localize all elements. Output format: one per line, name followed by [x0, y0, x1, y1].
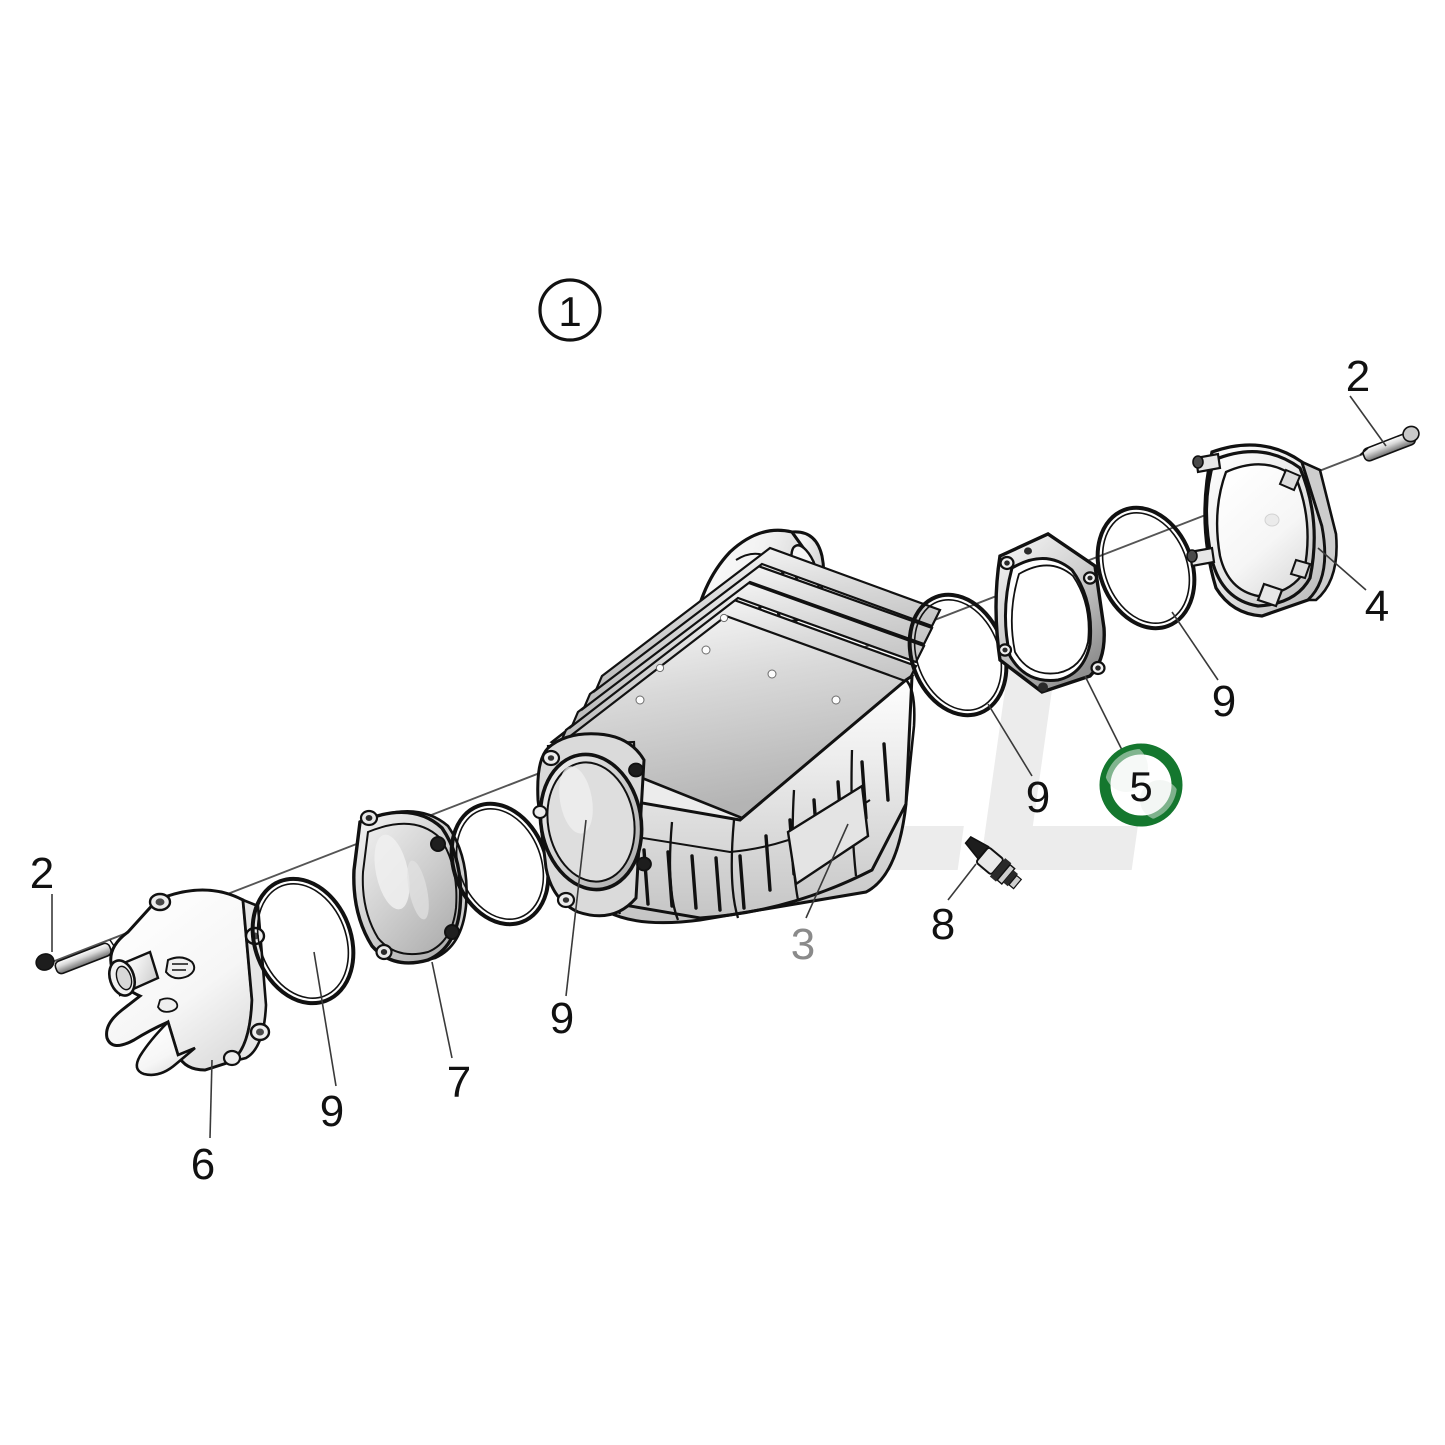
callout-2-right[interactable]: 2	[1346, 352, 1370, 401]
part-filter-element	[352, 809, 468, 965]
callout-9-inner-right[interactable]: 9	[1026, 773, 1050, 822]
housing-left-flange	[532, 732, 652, 918]
callout-9-outer-right[interactable]: 9	[1212, 677, 1236, 726]
part-airbox-housing	[532, 528, 942, 925]
callout-1-label: 1	[558, 288, 581, 335]
part-through-bolt-left	[35, 939, 119, 975]
callout-4[interactable]: 4	[1365, 582, 1389, 631]
part-through-bolt-right	[1359, 425, 1420, 462]
callout-9-inner-left[interactable]: 9	[550, 994, 574, 1043]
callout-8[interactable]: 8	[931, 900, 955, 949]
callout-6[interactable]: 6	[191, 1140, 215, 1189]
callout-9-outer-left[interactable]: 9	[320, 1087, 344, 1136]
part-inlet-elbow-cover	[105, 888, 271, 1077]
part-flange-gasket	[994, 532, 1106, 694]
callout-2-left[interactable]: 2	[30, 849, 54, 898]
callout-1[interactable]: 1	[538, 278, 602, 342]
part-sensor-valve	[964, 835, 1023, 890]
leader-lines	[51, 395, 1387, 1139]
callout-5-highlighted[interactable]: 5	[1099, 743, 1183, 827]
callout-3[interactable]: 3	[791, 920, 815, 969]
part-o-ring-outer-left	[250, 876, 356, 1006]
part-end-cap-cover	[1186, 443, 1338, 618]
callout-7[interactable]: 7	[447, 1058, 471, 1107]
callout-5-label: 5	[1129, 763, 1152, 810]
